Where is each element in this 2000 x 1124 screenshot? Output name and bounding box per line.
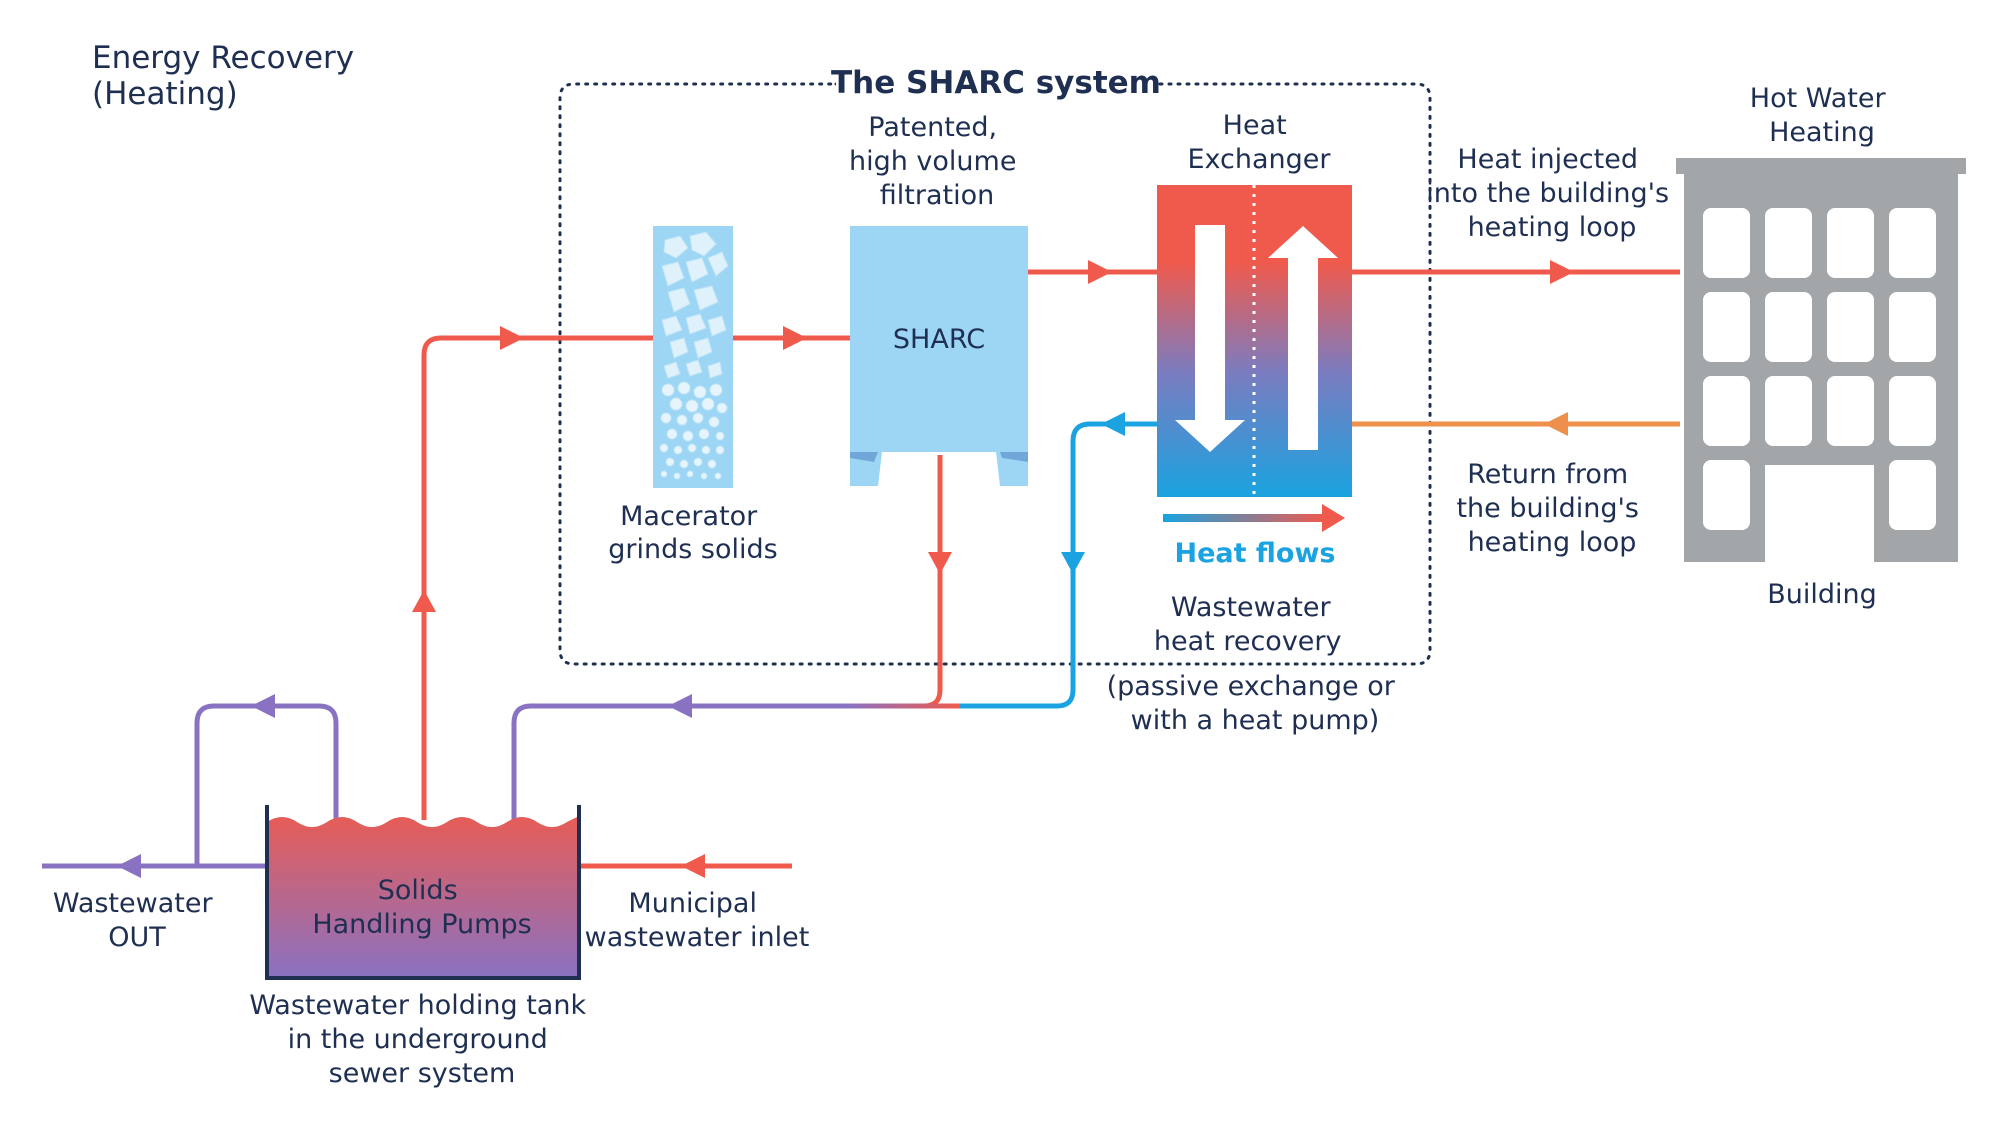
recovery-label: Wastewater heat recovery (passive exchan… — [1107, 592, 1404, 736]
building-door — [1765, 465, 1874, 562]
flow-arrow-left — [668, 694, 692, 718]
tank-caption: Wastewater holding tank in the undergrou… — [249, 990, 594, 1089]
heat-flows-arrow — [1163, 504, 1345, 532]
hot-supply-pipe — [421, 335, 660, 820]
heat-flows-label: Heat flows — [1174, 538, 1335, 569]
filtration-label: Patented, high volume filtration — [849, 112, 1025, 211]
building-label: Building — [1767, 579, 1877, 610]
macerator-label: Macerator grinds solids — [608, 501, 777, 565]
system-title: The SHARC system — [831, 65, 1161, 101]
flow-arrow-left — [251, 694, 275, 718]
inlet-label: Municipal wastewater inlet — [585, 888, 810, 953]
outlet-label: Wastewater OUT — [53, 888, 221, 953]
injected-label: Heat injected into the building's heatin… — [1426, 144, 1677, 243]
sharc-drain-pipe — [860, 455, 943, 709]
wastewater-return-pipe — [511, 703, 960, 820]
heat-exchanger — [1157, 185, 1352, 497]
page-title: Energy Recovery (Heating) — [92, 40, 364, 112]
flow-arrow-left — [1101, 412, 1125, 436]
heating-label: Hot Water Heating — [1750, 83, 1894, 148]
sharc-unit-label: SHARC — [893, 324, 985, 355]
building — [1676, 158, 1966, 562]
flow-arrow-up — [412, 590, 436, 612]
sharc-filtration-unit: SHARC — [850, 226, 1028, 486]
flow-arrow-right — [1550, 260, 1574, 284]
flow-arrow-left — [117, 854, 141, 878]
down-arrow-icon — [1175, 225, 1245, 452]
flow-arrow-right — [1088, 260, 1112, 284]
exchanger-label: Heat Exchanger — [1187, 110, 1331, 175]
flow-arrow-right — [783, 326, 807, 350]
flow-arrow-down — [928, 552, 952, 574]
flow-arrow-left — [681, 854, 705, 878]
flow-arrow-down — [1061, 552, 1085, 574]
return-label: Return from the building's heating loop — [1456, 459, 1647, 558]
tank-label: Solids Handling Pumps — [312, 875, 531, 940]
macerator — [653, 226, 733, 488]
flow-arrow-left — [1544, 412, 1568, 436]
flow-arrow-right — [500, 326, 524, 350]
sharc-system-boundary — [558, 82, 1432, 666]
up-arrow-icon — [1268, 226, 1338, 450]
holding-tank — [265, 805, 581, 980]
